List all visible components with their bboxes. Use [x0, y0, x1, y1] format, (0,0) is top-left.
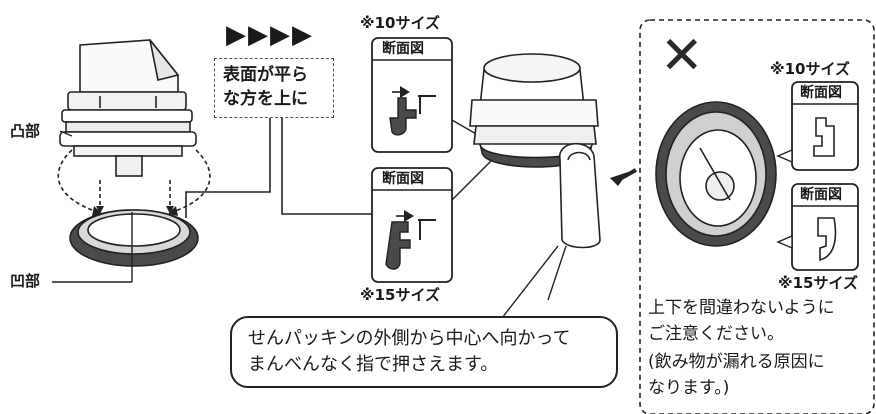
instruction-line2: まんべんなく指で押さえます。	[248, 354, 499, 375]
wrong-mark-icon: ✕	[660, 26, 704, 86]
instruction-bubble: せんパッキンの外側から中心へ向かって まんべんなく指で押さえます。	[230, 316, 618, 388]
flat-side-note: 表面が平ら な方を上に	[214, 58, 334, 118]
finger-illustration	[559, 142, 601, 249]
connector-lines	[185, 118, 408, 218]
fit-direction-arrows	[57, 149, 211, 213]
section-box-15	[371, 167, 453, 283]
size10-label: ※10サイズ	[360, 14, 441, 32]
bubble-pointers	[501, 245, 567, 319]
direction-arrows-icon: ▶▶▶▶	[226, 20, 314, 50]
flat-side-line2: な方を上に	[223, 89, 308, 109]
flat-side-line1: 表面が平ら	[223, 65, 308, 85]
instruction-line1: せんパッキンの外側から中心へ向かって	[248, 328, 571, 349]
warning-line2: ご注意ください。	[648, 324, 784, 344]
section-box-15-right	[776, 183, 859, 271]
warning-line4: なります。)	[648, 378, 730, 398]
concave-label: 凹部	[10, 272, 41, 290]
gasket-ring-left	[69, 209, 199, 267]
convex-label: 凸部	[10, 122, 41, 140]
warning-line3: (飲み物が漏れる原因に	[648, 352, 825, 372]
size15-right-label: ※15サイズ	[778, 274, 859, 292]
wrong-cap-illustration	[655, 101, 777, 247]
section-title-15: 断面図	[382, 171, 424, 187]
arrow-heads	[92, 206, 178, 216]
section-box-10-right	[776, 81, 859, 171]
size15-label: ※15サイズ	[360, 286, 441, 304]
section-title-10-right: 断面図	[800, 85, 842, 101]
warning-line1: 上下を間違わないように	[648, 298, 835, 318]
section-title-10: 断面図	[382, 41, 424, 57]
size10-right-label: ※10サイズ	[770, 60, 851, 78]
cap-with-gasket	[469, 53, 599, 168]
section-box-10	[371, 37, 453, 153]
press-arrow-shaft	[617, 168, 637, 182]
leader-lines	[52, 130, 133, 283]
section-title-15-right: 断面図	[800, 187, 842, 203]
lid-part-illustration	[59, 39, 197, 177]
